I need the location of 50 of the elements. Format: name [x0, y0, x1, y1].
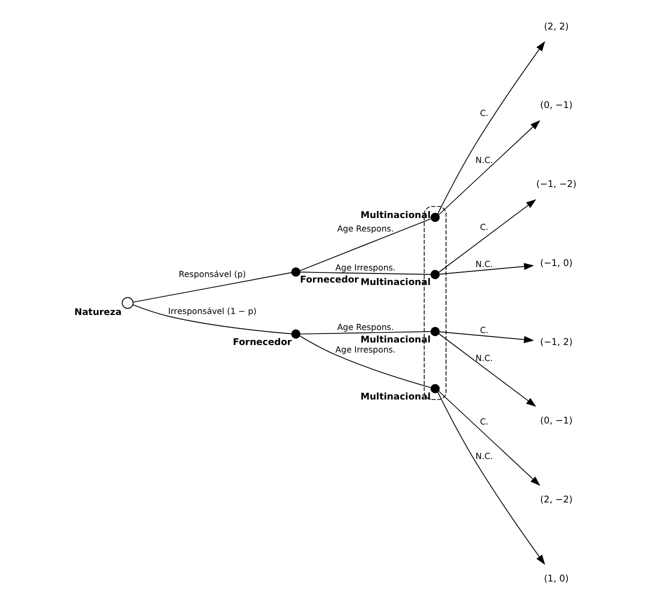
- node-label: Multinacional: [360, 391, 430, 402]
- edge-label: Age Irrespons.: [334, 344, 396, 354]
- node-text: (−1, 2): [540, 336, 572, 348]
- node-circle: [121, 297, 133, 309]
- node-text: (−1, 0): [540, 258, 572, 269]
- node-text: (0, −1): [540, 416, 572, 427]
- arrow: [438, 331, 534, 344]
- node-circle: [290, 267, 300, 277]
- edge-label: N.C.: [475, 451, 492, 462]
- node-label: Multinacional: [360, 334, 430, 346]
- node-text: (2, −2): [540, 494, 572, 506]
- edge-label: Responsável (p): [178, 268, 246, 279]
- arrow: [438, 262, 534, 275]
- edge-label: Age Irrespons.: [334, 262, 396, 272]
- node-text: (0, −1): [540, 100, 572, 112]
- node-circle: [430, 384, 440, 394]
- node-text: (−1, −2): [536, 179, 576, 190]
- node-label: Multinacional: [360, 210, 430, 222]
- edge-label: Age Respons.: [336, 224, 394, 234]
- node-circle: [430, 326, 440, 336]
- arrow: [438, 120, 540, 216]
- connector: [132, 272, 292, 303]
- edge-label: N.C.: [475, 154, 492, 165]
- node-text: (1, 0): [543, 573, 568, 584]
- edge-label: N.C.: [475, 258, 492, 269]
- node-label: Fornecedor: [232, 336, 292, 348]
- connector: [132, 304, 292, 334]
- arrow: [436, 41, 545, 214]
- arrow: [436, 392, 545, 565]
- node-label: Multinacional: [360, 277, 430, 288]
- node-text: (2, 2): [543, 21, 568, 32]
- arrow: [438, 333, 536, 407]
- connector: [299, 218, 431, 272]
- node-circle: [290, 329, 300, 339]
- edge-label: Irresponsável (1 − p): [168, 306, 256, 316]
- edge-label: Age Respons.: [336, 322, 394, 332]
- edge-label: N.C.: [475, 352, 492, 363]
- node-label: Natureza: [74, 307, 122, 318]
- arrow: [438, 390, 540, 486]
- edge-label: C.: [479, 222, 488, 232]
- connector: [298, 336, 431, 388]
- node-circle: [430, 270, 440, 280]
- node-circle: [430, 212, 440, 222]
- connector: [299, 272, 431, 275]
- edge-label: C.: [479, 108, 488, 118]
- arrow: [438, 199, 536, 273]
- edge-label: C.: [479, 416, 488, 427]
- node-label: Fornecedor: [300, 274, 358, 286]
- edge-label: C.: [479, 325, 488, 336]
- connector: [299, 331, 431, 334]
